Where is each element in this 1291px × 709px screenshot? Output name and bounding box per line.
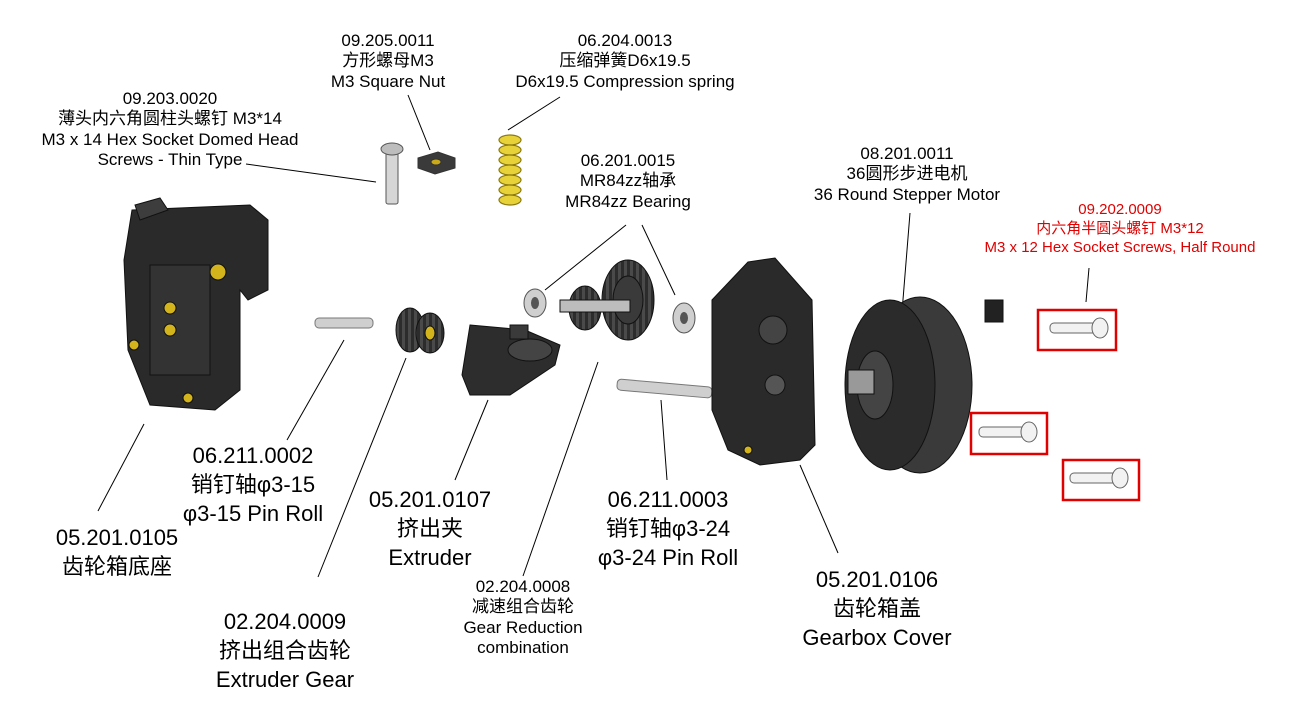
label-stepper-motor: 08.201.0011 36圆形步进电机 36 Round Stepper Mo… bbox=[813, 144, 1001, 204]
reduction-gear-part bbox=[559, 259, 655, 341]
square-nut bbox=[417, 151, 456, 175]
label-thin-head-screw: 09.203.0020 薄头内六角圆柱头螺钉 M3*14 M3 x 14 Hex… bbox=[41, 89, 299, 170]
half-round-screw-3 bbox=[1069, 467, 1129, 489]
label-pin-roll-24: 06.211.0003 销钉轴φ3-24 φ3-24 Pin Roll bbox=[597, 487, 739, 571]
half-round-screw-1 bbox=[1049, 317, 1109, 339]
stepper-motor bbox=[844, 296, 1004, 474]
compression-spring bbox=[498, 134, 522, 206]
label-gearbox-base: 05.201.0105 齿轮箱底座 bbox=[55, 525, 179, 580]
label-half-round-screw: 09.202.0009 内六角半圆头螺钉 M3*12 M3 x 12 Hex S… bbox=[984, 201, 1256, 256]
gearbox-base bbox=[123, 197, 269, 411]
extruder-clamp bbox=[461, 324, 561, 396]
label-gearbox-cover: 05.201.0106 齿轮箱盖 Gearbox Cover bbox=[802, 567, 952, 651]
bearing-left bbox=[523, 288, 547, 318]
pin-roll-15 bbox=[314, 317, 374, 329]
label-square-nut: 09.205.0011 方形螺母M3 M3 Square Nut bbox=[330, 31, 446, 91]
extruder-gear-part bbox=[395, 307, 445, 354]
label-compression-spring: 06.204.0013 压缩弹簧D6x19.5 D6x19.5 Compress… bbox=[515, 31, 735, 91]
gearbox-cover bbox=[711, 257, 816, 466]
leader-lines bbox=[97, 94, 1090, 578]
highlight-boxes bbox=[969, 308, 1141, 502]
thin-head-screw bbox=[380, 142, 404, 205]
label-pin-roll-15: 06.211.0002 销钉轴φ3-15 φ3-15 Pin Roll bbox=[182, 443, 324, 527]
pin-roll-24 bbox=[616, 378, 713, 399]
label-gear-reduction: 02.204.0008 减速组合齿轮 Gear Reduction combin… bbox=[463, 577, 583, 658]
label-bearing: 06.201.0015 MR84zz轴承 MR84zz Bearing bbox=[565, 151, 691, 211]
label-extruder: 05.201.0107 挤出夹 Extruder bbox=[368, 487, 492, 571]
half-round-screw-2 bbox=[978, 421, 1038, 443]
label-extruder-gear: 02.204.0009 挤出组合齿轮 Extruder Gear bbox=[215, 609, 355, 693]
bearing-right bbox=[672, 302, 696, 334]
